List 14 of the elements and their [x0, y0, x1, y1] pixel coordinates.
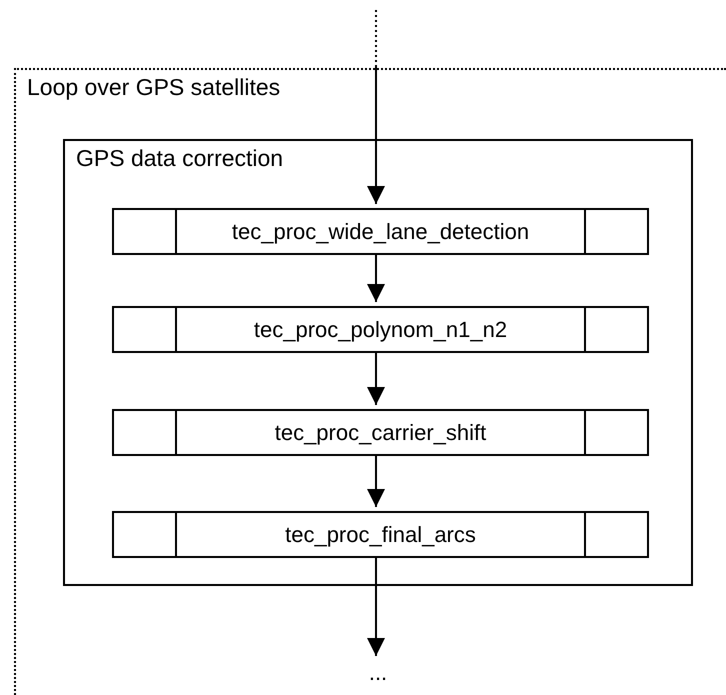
group-box: [63, 139, 693, 586]
subprocess-box: [112, 409, 649, 456]
loop-frame: [14, 68, 726, 695]
subprocess-box: [112, 511, 649, 558]
process-label: tec_proc_wide_lane_detection: [232, 218, 530, 246]
ellipsis-text: ...: [358, 658, 398, 684]
process-label: tec_proc_final_arcs: [285, 520, 476, 548]
process-label: tec_proc_carrier_shift: [274, 418, 486, 446]
subprocess-box: [112, 208, 649, 255]
group-title: GPS data correction: [76, 144, 284, 173]
loop-title: Loop over GPS satellites: [27, 73, 280, 102]
process-label: tec_proc_polynom_n1_n2: [254, 316, 508, 344]
subprocess-box: [112, 306, 649, 353]
arrow: [367, 10, 385, 204]
